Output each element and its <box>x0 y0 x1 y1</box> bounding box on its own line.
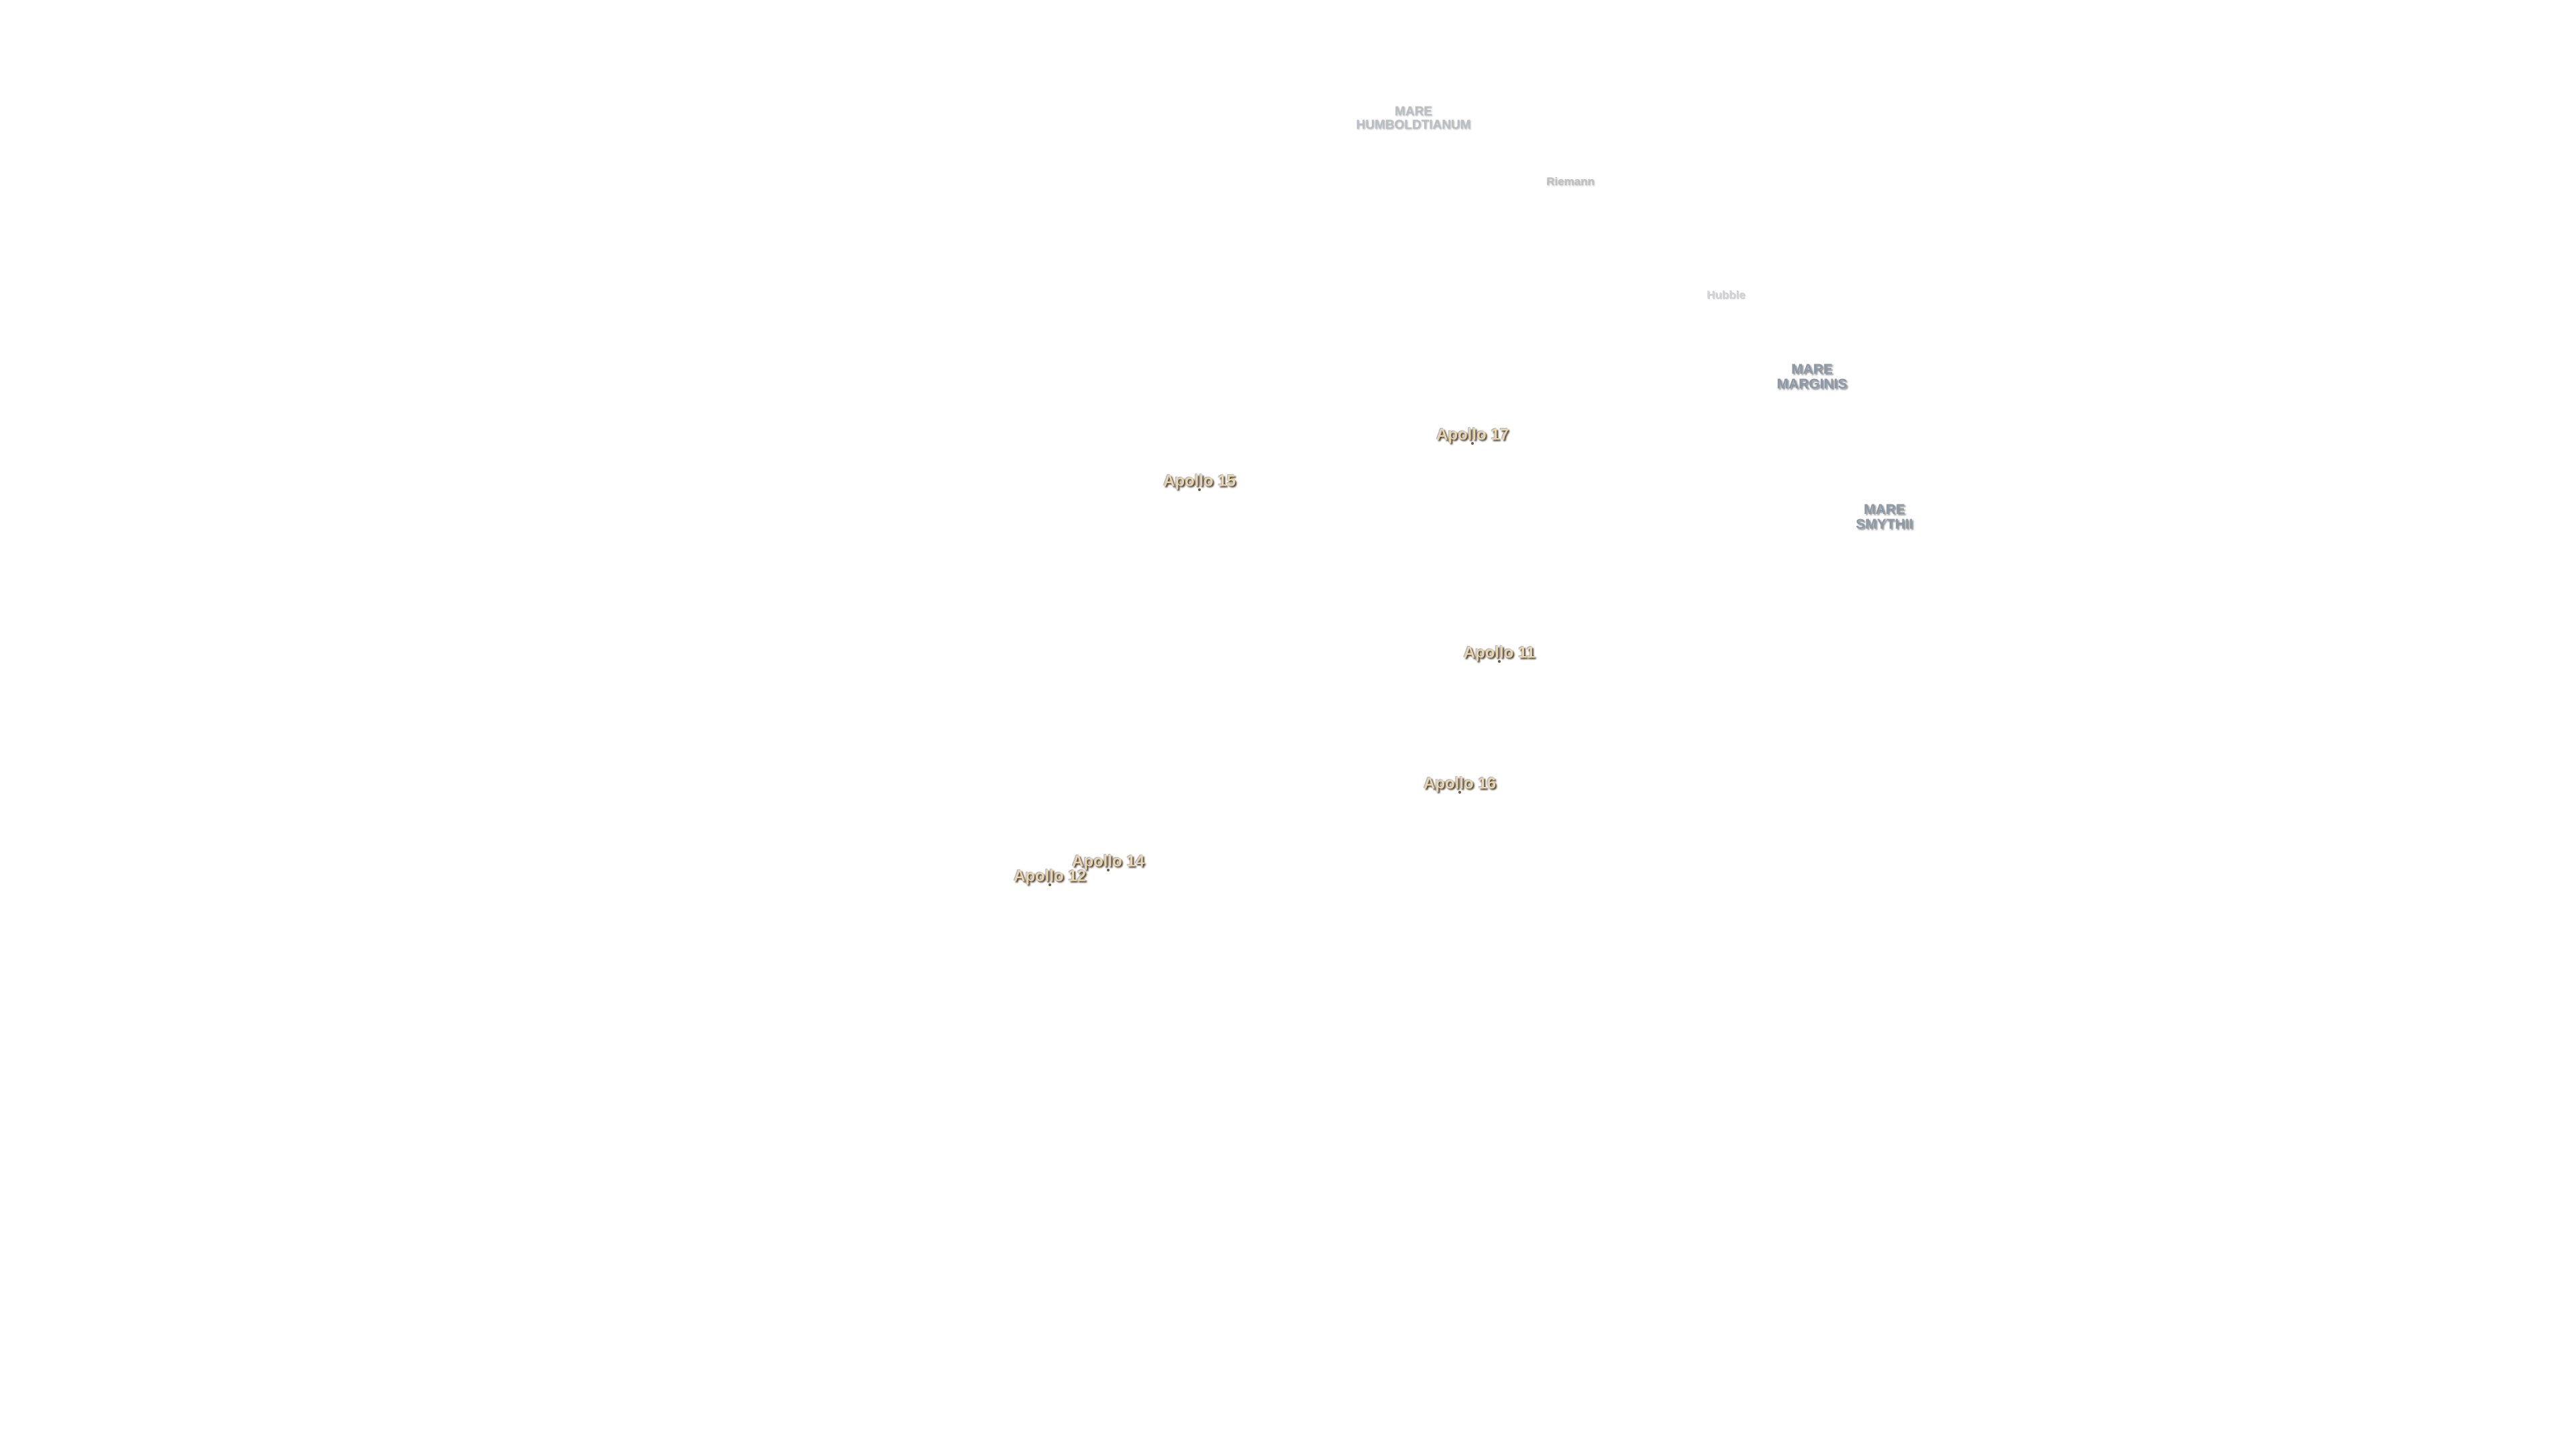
site-apollo-15-marker[interactable] <box>1198 488 1201 491</box>
site-apollo-14-marker[interactable] <box>1107 869 1110 871</box>
site-apollo-14-label[interactable]: Apollo 14 <box>1071 852 1145 871</box>
site-apollo-12-marker[interactable] <box>1049 883 1051 886</box>
site-apollo-17-marker[interactable] <box>1471 442 1474 445</box>
site-apollo-16-label[interactable]: Apollo 16 <box>1423 774 1497 793</box>
crater-hubble-label: Hubble <box>1707 288 1746 302</box>
site-apollo-15-label[interactable]: Apollo 15 <box>1163 472 1236 490</box>
mare-humboldtianum-label: MARE HUMBOLDTIANUM <box>1356 105 1471 132</box>
site-apollo-11-label[interactable]: Apollo 11 <box>1463 643 1536 662</box>
mare-smythii-label: MARE SMYTHII <box>1856 501 1913 532</box>
mare-marginis-label: MARE MARGINIS <box>1776 361 1847 392</box>
site-apollo-17-label[interactable]: Apollo 17 <box>1436 425 1509 444</box>
site-apollo-12-label[interactable]: Apollo 12 <box>1013 867 1087 885</box>
site-apollo-11-marker[interactable] <box>1498 660 1501 663</box>
site-apollo-16-marker[interactable] <box>1458 791 1461 794</box>
crater-riemann-label: Riemann <box>1546 175 1595 189</box>
